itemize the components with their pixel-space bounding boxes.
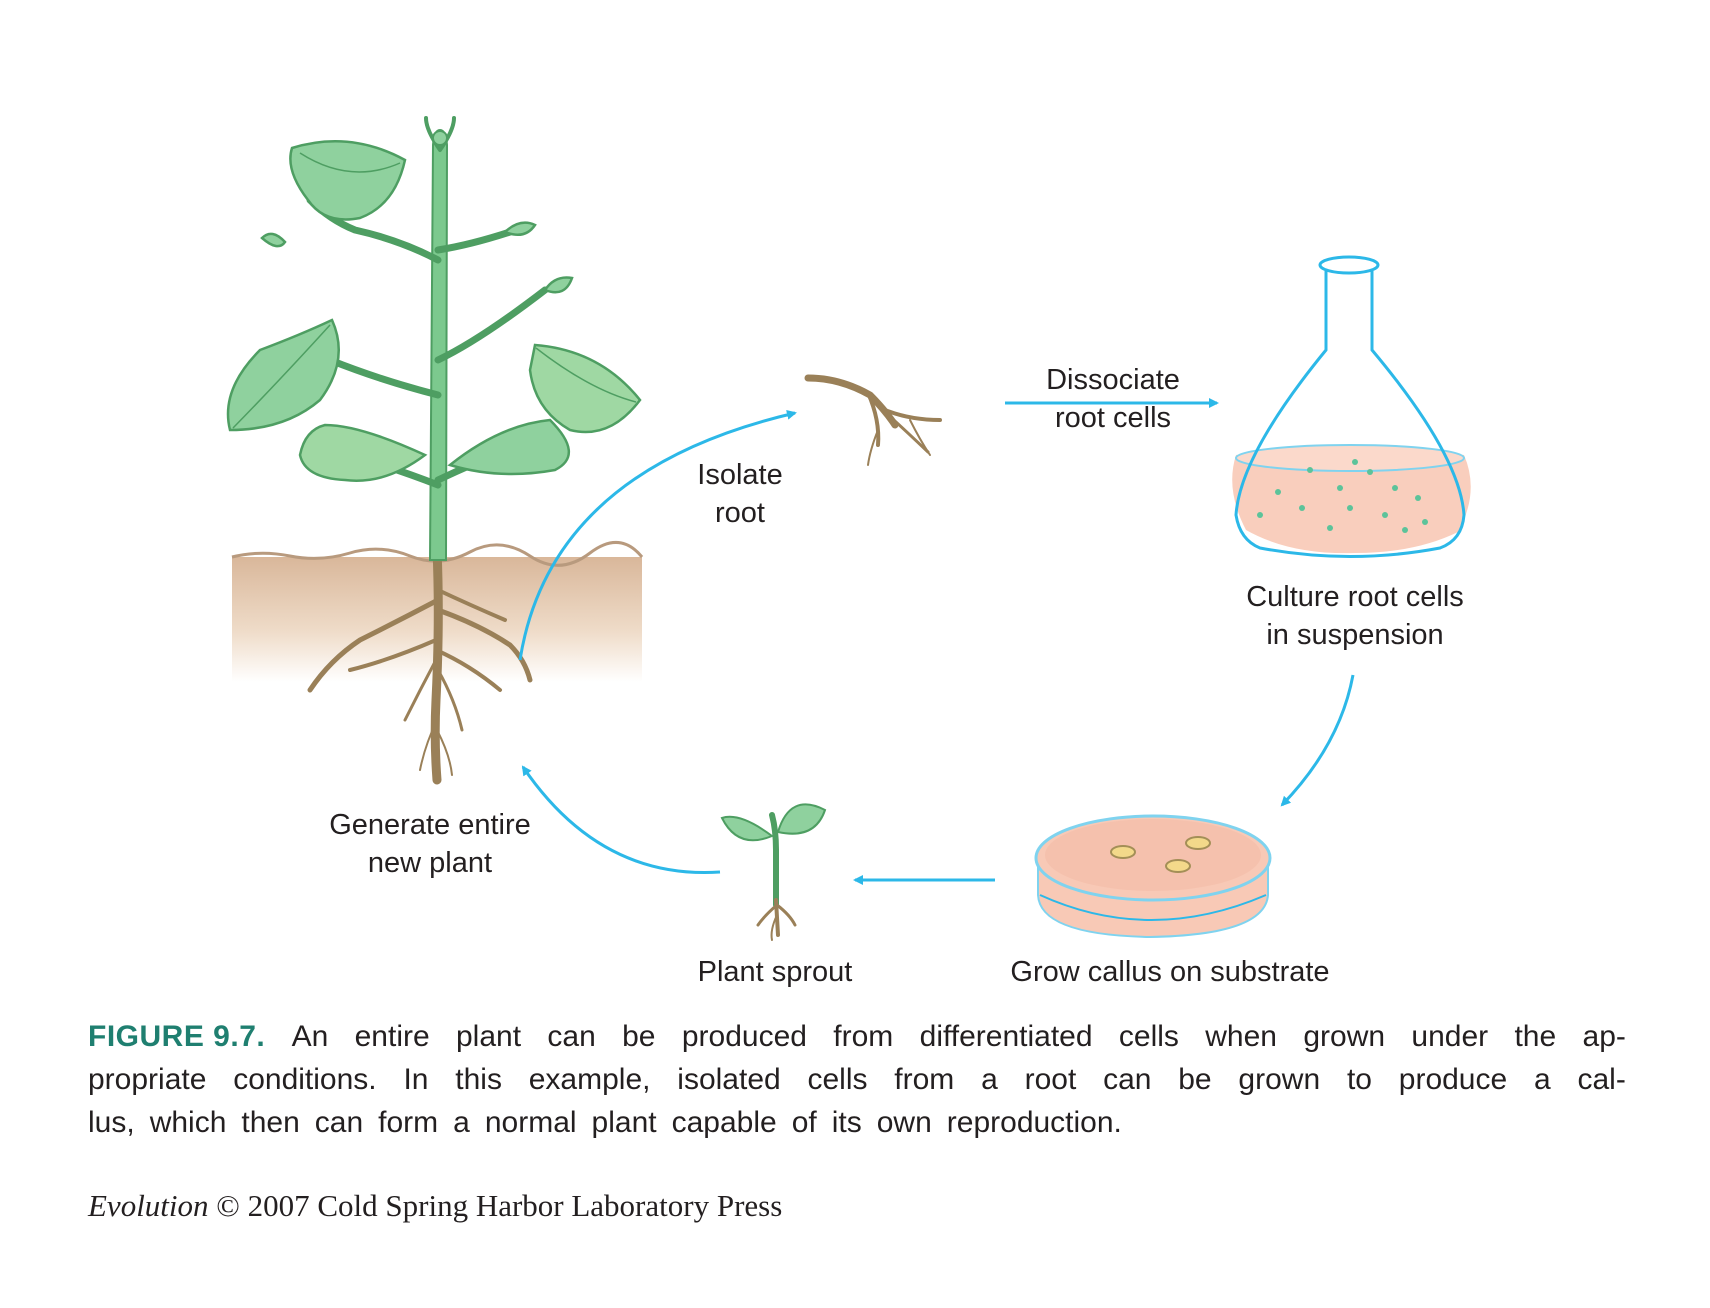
label-dissociate: Dissociate root cells xyxy=(1003,361,1223,437)
caption-word: normal xyxy=(484,1106,577,1139)
label-dissociate-line2: root cells xyxy=(1054,402,1172,434)
caption-word: from xyxy=(833,1020,894,1053)
label-plant-sprout: Plant sprout xyxy=(675,953,875,991)
label-isolate-root-line2: root xyxy=(715,497,765,529)
caption-word: An xyxy=(291,1020,329,1053)
caption-word: In xyxy=(403,1063,429,1096)
caption-word: cal- xyxy=(1577,1063,1626,1096)
label-generate-line1: Generate entire xyxy=(329,809,531,841)
caption-word: isolated xyxy=(677,1063,781,1096)
caption-word: which xyxy=(149,1106,227,1139)
diagram: Isolate root Dissociate root cells Cultu… xyxy=(226,116,1500,991)
label-grow-callus: Grow callus on substrate xyxy=(980,953,1360,991)
caption-word: cells xyxy=(807,1063,868,1096)
plant-stem xyxy=(428,128,449,561)
petri-dish-icon xyxy=(1034,814,1272,939)
caption-word: differentiated xyxy=(919,1020,1093,1053)
caption-word: cells xyxy=(1118,1020,1179,1053)
caption-word: then xyxy=(241,1106,300,1139)
caption-word: ap- xyxy=(1582,1020,1626,1053)
root-icon xyxy=(804,374,942,466)
label-culture-line2: in suspension xyxy=(1266,619,1444,651)
plant-icon xyxy=(226,116,644,785)
caption-word: plant xyxy=(456,1020,522,1053)
caption-word: propriate xyxy=(88,1063,207,1096)
caption-word: plant xyxy=(591,1106,657,1139)
caption-word: the xyxy=(1514,1020,1557,1053)
caption-word: example, xyxy=(528,1063,651,1096)
caption-word: a xyxy=(1533,1063,1551,1096)
caption-word: entire xyxy=(354,1020,430,1053)
caption-word: own xyxy=(876,1106,932,1139)
credit-line: Evolution © 2007 Cold Spring Harbor Labo… xyxy=(88,1188,782,1224)
caption-word: a xyxy=(453,1106,470,1139)
copyright-text: © 2007 Cold Spring Harbor Laboratory Pre… xyxy=(216,1188,783,1223)
caption-word: when xyxy=(1205,1020,1277,1053)
arrow-culture-to-callus xyxy=(1280,674,1355,807)
caption-word: to xyxy=(1346,1063,1372,1096)
arrow-isolate-root xyxy=(518,409,797,661)
sprout-icon xyxy=(720,803,827,941)
label-isolate-root: Isolate root xyxy=(680,456,800,532)
caption-word: can xyxy=(314,1106,364,1139)
plant-roots xyxy=(307,545,533,785)
diagram-svg xyxy=(226,116,1471,941)
figure-number: FIGURE 9.7. xyxy=(88,1020,266,1053)
caption-word: a xyxy=(981,1063,998,1096)
label-generate: Generate entire new plant xyxy=(300,806,560,882)
caption-word: from xyxy=(894,1063,955,1096)
caption-word: this xyxy=(455,1063,502,1096)
caption-word: conditions. xyxy=(233,1063,377,1096)
caption-word: reproduction. xyxy=(946,1106,1122,1139)
caption-word: of xyxy=(791,1106,817,1139)
arrow-sprout-to-plant xyxy=(521,765,721,875)
label-culture-line1: Culture root cells xyxy=(1246,581,1464,613)
plant-leaves xyxy=(226,140,642,482)
book-title: Evolution xyxy=(88,1188,209,1223)
caption-word: capable xyxy=(671,1106,777,1139)
label-culture: Culture root cells in suspension xyxy=(1210,578,1500,654)
caption-word: grown xyxy=(1303,1020,1386,1053)
caption-word: under xyxy=(1411,1020,1489,1053)
caption-word: can xyxy=(547,1020,596,1053)
label-grow-callus-text: Grow callus on substrate xyxy=(1010,956,1330,988)
label-generate-line2: new plant xyxy=(367,847,493,879)
flask-icon xyxy=(1232,255,1471,558)
label-plant-sprout-text: Plant sprout xyxy=(697,956,853,988)
label-isolate-root-line1: Isolate xyxy=(697,459,783,491)
caption-word: root xyxy=(1024,1063,1077,1096)
caption-word: produce xyxy=(1398,1063,1508,1096)
caption-word: form xyxy=(378,1106,439,1139)
caption-word: be xyxy=(1178,1063,1212,1096)
caption-word: produced xyxy=(681,1020,807,1053)
caption-word: grown xyxy=(1238,1063,1321,1096)
caption-word: lus, xyxy=(88,1106,135,1139)
label-dissociate-line1: Dissociate xyxy=(1046,364,1180,396)
caption-word: its xyxy=(831,1106,862,1139)
caption-word: can xyxy=(1103,1063,1152,1096)
caption-word: be xyxy=(622,1020,656,1053)
